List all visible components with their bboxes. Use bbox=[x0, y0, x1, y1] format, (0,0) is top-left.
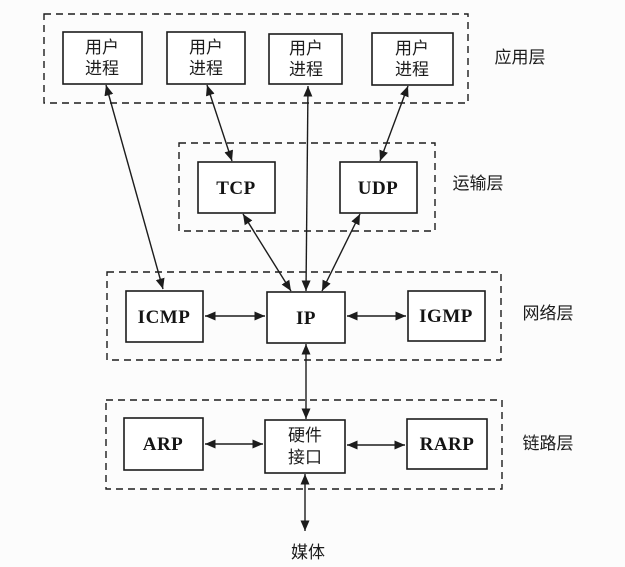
udp-rect bbox=[339, 161, 418, 214]
arrow-userprocess3-ip bbox=[301, 85, 313, 292]
rarp-rect bbox=[406, 418, 488, 470]
user-process-rect bbox=[371, 32, 454, 86]
arp-box: ARP bbox=[123, 417, 204, 471]
user-process-label-line1: 用户 bbox=[289, 39, 323, 58]
igmp-label: IGMP bbox=[419, 306, 473, 327]
user-process-label-line2: 进程 bbox=[289, 60, 323, 79]
icmp-label: ICMP bbox=[138, 307, 191, 328]
user-process-label-line2: 进程 bbox=[189, 59, 223, 78]
hw-interface-label-line2: 接口 bbox=[288, 448, 322, 467]
user-process-box-3: 用户 进程 bbox=[268, 33, 343, 85]
user-process-rect bbox=[268, 33, 343, 85]
arrow-udp-ip bbox=[321, 213, 361, 292]
udp-box: UDP bbox=[339, 161, 418, 214]
user-process-label-line2: 进程 bbox=[395, 60, 429, 79]
udp-label: UDP bbox=[358, 178, 399, 199]
layer-labels: 应用层 运输层 网络层 链路层 bbox=[453, 48, 574, 453]
hw-interface-label-line1: 硬件 bbox=[288, 426, 322, 445]
arrow-userprocess4-udp bbox=[379, 85, 409, 162]
tcp-label: TCP bbox=[216, 178, 256, 199]
user-process-box-2: 用户 进程 bbox=[166, 31, 246, 85]
arp-rect bbox=[123, 417, 204, 471]
user-process-rect bbox=[166, 31, 246, 85]
ip-rect bbox=[266, 291, 346, 344]
layer-label-link: 链路层 bbox=[523, 434, 574, 453]
media-label: 媒体 bbox=[291, 543, 325, 562]
user-process-label-line1: 用户 bbox=[395, 39, 429, 58]
user-process-label-line1: 用户 bbox=[189, 38, 223, 57]
arrow-tcp-ip bbox=[242, 213, 292, 292]
application-layer-boundary bbox=[43, 13, 469, 104]
tcp-rect bbox=[197, 161, 276, 214]
igmp-box: IGMP bbox=[407, 290, 486, 342]
user-process-label-line1: 用户 bbox=[85, 38, 119, 57]
arp-label: ARP bbox=[143, 434, 184, 455]
hw-interface-rect bbox=[264, 419, 346, 474]
ip-label: IP bbox=[296, 308, 316, 329]
layer-label-network: 网络层 bbox=[523, 304, 574, 323]
igmp-rect bbox=[407, 290, 486, 342]
arrow-userprocess1-icmp bbox=[104, 84, 165, 290]
connection-arrows bbox=[104, 84, 409, 531]
user-process-box-1: 用户 进程 bbox=[62, 31, 143, 85]
icmp-rect bbox=[125, 290, 204, 343]
hw-interface-box: 硬件 接口 bbox=[264, 419, 346, 474]
rarp-label: RARP bbox=[420, 434, 475, 455]
icmp-box: ICMP bbox=[125, 290, 204, 343]
arrow-userprocess2-tcp bbox=[206, 84, 233, 162]
layer-label-application: 应用层 bbox=[495, 48, 546, 67]
layer-label-transport: 运输层 bbox=[453, 174, 504, 193]
ip-box: IP bbox=[266, 291, 346, 344]
user-process-box-4: 用户 进程 bbox=[371, 32, 454, 86]
user-process-rect bbox=[62, 31, 143, 85]
tcp-box: TCP bbox=[197, 161, 276, 214]
user-process-label-line2: 进程 bbox=[85, 59, 119, 78]
rarp-box: RARP bbox=[406, 418, 488, 470]
